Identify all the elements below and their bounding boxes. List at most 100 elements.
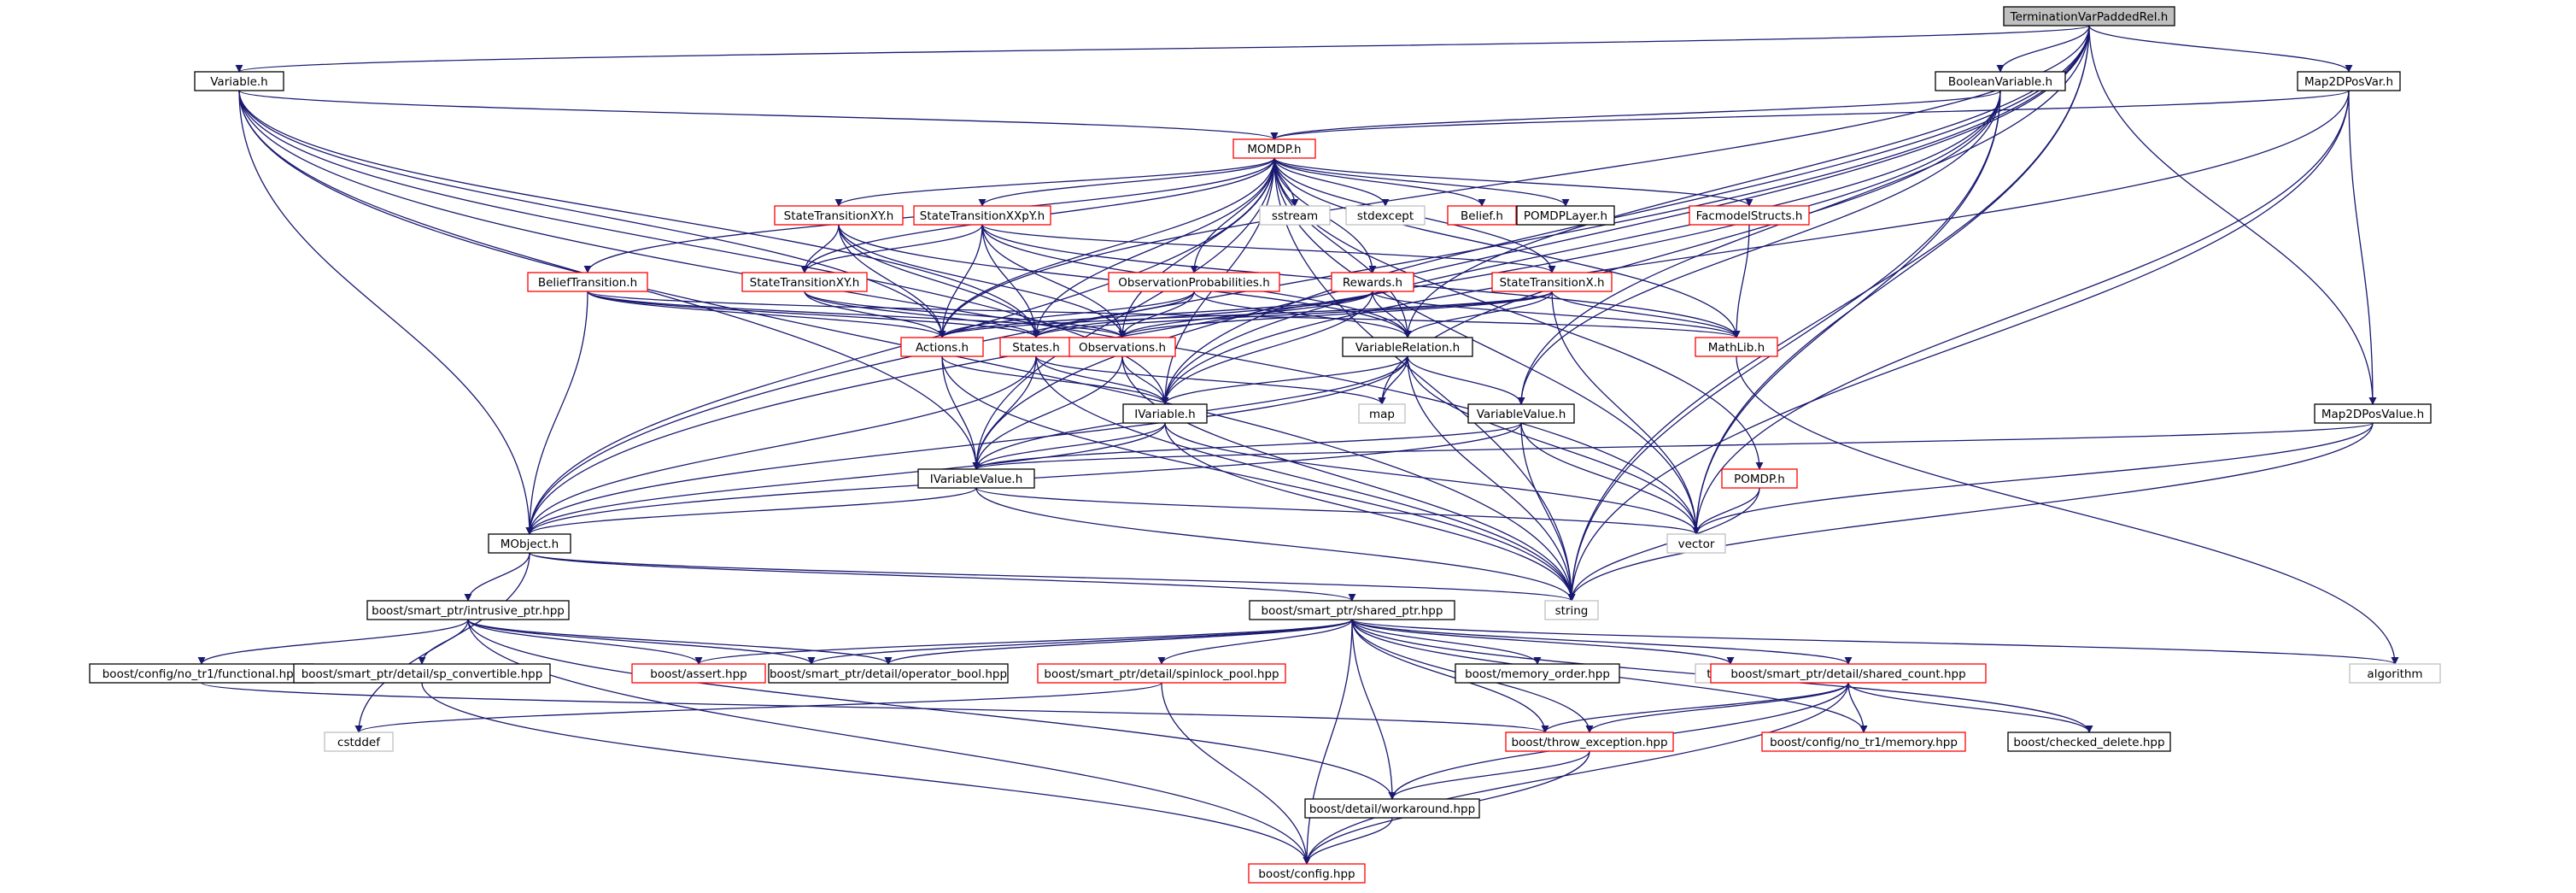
edge-facmodel-to-mathlib [1732,224,1750,338]
node-boost-memory-order-hpp[interactable]: boost/memory_order.hpp [1455,663,1620,684]
node-boost-smart-ptr-detail-spinlock-pool-hpp[interactable]: boost/smart_ptr/detail/spinlock_pool.hpp [1037,663,1286,684]
node-boost-config-no-tr1-functional-hpp[interactable]: boost/config/no_tr1/functional.hpp [89,663,314,684]
node-label: Rewards.h [1343,276,1402,290]
node-label: States.h [1012,341,1060,355]
node-terminationvarpaddedrel-h[interactable]: TerminationVarPaddedRel.h [2003,6,2175,26]
edge-intrusive-to-notr1func [197,619,469,665]
edge-spinlock-to-config [1161,682,1311,865]
edge-rewards-to-actions [938,291,1373,338]
node-label: boost/checked_delete.hpp [2013,736,2164,749]
edge-mobject-to-sharedptr [529,552,1356,602]
node-statetransitionxy-h[interactable]: StateTransitionXY.h [741,272,868,292]
node-boost-smart-ptr-intrusive-ptr-hpp[interactable]: boost/smart_ptr/intrusive_ptr.hpp [366,600,570,620]
node-mathlib-h[interactable]: MathLib.h [1695,337,1778,357]
node-label: boost/smart_ptr/detail/spinlock_pool.hpp [1044,667,1279,681]
node-boost-checked-delete-hpp[interactable]: boost/checked_delete.hpp [2007,731,2171,752]
node-belieftransition-h[interactable]: BeliefTransition.h [527,272,648,292]
node-box [1232,138,1316,159]
node-map2dposvalue-h[interactable]: Map2DPosValue.h [2314,403,2432,424]
edge-momdp-to-stdexcept [1273,157,1390,207]
edge-variable-to-states [238,90,1040,338]
node-statetransitionx-h[interactable]: StateTransitionX.h [1491,272,1613,292]
edge-sharedcount-to-notr1mem [1847,682,1868,733]
edge-momdp-to-states [1032,157,1275,338]
node-actions-h[interactable]: Actions.h [900,337,984,357]
edge-root-to-map2dvalue [2088,25,2377,405]
node-momdp-h[interactable]: MOMDP.h [1232,138,1316,159]
edge-rewards-to-varrel [1372,291,1412,338]
node-box [1761,731,1966,752]
edge-map2dvalue-to-ivarvalue [973,422,2374,470]
node-boost-config-hpp[interactable]: boost/config.hpp [1248,863,1366,884]
edge-boolvar-to-string [1567,90,2001,602]
node-boost-assert-hpp[interactable]: boost/assert.hpp [631,663,766,684]
node-box [488,533,571,554]
node-label: sstream [1272,209,1318,223]
node-boost-throw-exception-hpp[interactable]: boost/throw_exception.hpp [1505,731,1674,752]
node-belief-h[interactable]: Belief.h [1447,205,1517,226]
node-box [1491,272,1613,292]
node-cstddef: cstddef [324,731,394,752]
node-ivariablevalue-h[interactable]: IVariableValue.h [917,468,1035,489]
edge-belieftr-to-mobject [525,291,588,535]
node-label: string [1555,604,1589,618]
edge-varvalue-to-ivarvalue [972,422,1522,470]
node-label: POMDPLayer.h [1524,209,1607,223]
node-label: StateTransitionXY.h [784,209,894,223]
edge-map2dvar-to-map2dvalue [2348,90,2377,405]
edge-boolvar-to-vector [1692,90,2001,535]
node-label: Observations.h [1079,341,1166,355]
node-box [1358,403,1406,424]
node-boost-smart-ptr-detail-sp-convertible-hpp[interactable]: boost/smart_ptr/detail/sp_convertible.hp… [293,663,551,684]
edge-stxyh-to-states [804,291,1040,338]
node-statetransitionxy-h[interactable]: StateTransitionXY.h [774,205,904,226]
edge-boolvar-to-momdp [1270,90,2001,140]
node-box [1935,71,2066,91]
edge-sharedptr-to-opbool [884,619,1353,665]
node-statetransitionxxpy-h[interactable]: StateTransitionXXpY.h [913,205,1051,226]
edge-map2dvar-to-ivariable [1161,90,2350,405]
edge-obsprob-to-actions [938,291,1195,338]
edge-actions-to-ivarvalue [941,355,981,470]
edge-boolvar-to-ivariable [1161,90,2001,405]
node-variablevalue-h[interactable]: VariableValue.h [1467,403,1575,424]
node-label: VariableValue.h [1477,408,1566,421]
edge-sharedptr-to-assert [694,619,1353,665]
node-boost-smart-ptr-shared-ptr-hpp[interactable]: boost/smart_ptr/shared_ptr.hpp [1249,600,1455,620]
node-label: TerminationVarPaddedRel.h [2010,10,2169,24]
node-variable-h[interactable]: Variable.h [194,71,284,91]
node-box [1345,205,1426,226]
node-box [293,663,551,684]
node-boost-config-no-tr1-memory-hpp[interactable]: boost/config/no_tr1/memory.hpp [1761,731,1966,752]
node-mobject-h[interactable]: MObject.h [488,533,571,554]
edge-momdp-to-mathlib [1273,157,1741,338]
node-box [1721,468,1798,489]
edge-map2dvar-to-vector [1692,90,2350,535]
node-label: boost/smart_ptr/detail/operator_bool.hpp [770,667,1007,681]
edge-varrel-to-vector [1407,355,1701,535]
node-label: map [1369,408,1395,421]
node-map2dposvar-h[interactable]: Map2DPosVar.h [2297,71,2401,91]
node-boost-detail-workaround-hpp[interactable]: boost/detail/workaround.hpp [1304,798,1480,819]
node-rewards-h[interactable]: Rewards.h [1331,272,1414,292]
node-label: POMDP.h [1734,473,1785,486]
edge-variable-to-mobject [238,90,534,535]
node-facmodelstructs-h[interactable]: FacmodelStructs.h [1689,205,1810,226]
node-ivariable-h[interactable]: IVariable.h [1122,403,1208,424]
edge-states-to-map [1035,355,1386,405]
node-booleanvariable-h[interactable]: BooleanVariable.h [1935,71,2066,91]
node-states-h[interactable]: States.h [999,337,1073,357]
node-boost-smart-ptr-detail-shared-count-hpp[interactable]: boost/smart_ptr/detail/shared_count.hpp [1710,663,1987,684]
node-variablerelation-h[interactable]: VariableRelation.h [1342,337,1473,357]
node-boost-smart-ptr-detail-operator-bool-hpp[interactable]: boost/smart_ptr/detail/operator_bool.hpp [768,663,1009,684]
node-pomdplayer-h[interactable]: POMDPLayer.h [1516,205,1615,226]
node-label: StateTransitionXY.h [750,276,860,290]
edge-states-to-ivariable [1035,355,1169,405]
node-pomdp-h[interactable]: POMDP.h [1721,468,1798,489]
node-label: boost/smart_ptr/intrusive_ptr.hpp [372,604,565,618]
node-box [1516,205,1615,226]
node-box [1037,663,1286,684]
node-observations-h[interactable]: Observations.h [1068,337,1176,357]
node-observationprobabilities-h[interactable]: ObservationProbabilities.h [1108,272,1280,292]
